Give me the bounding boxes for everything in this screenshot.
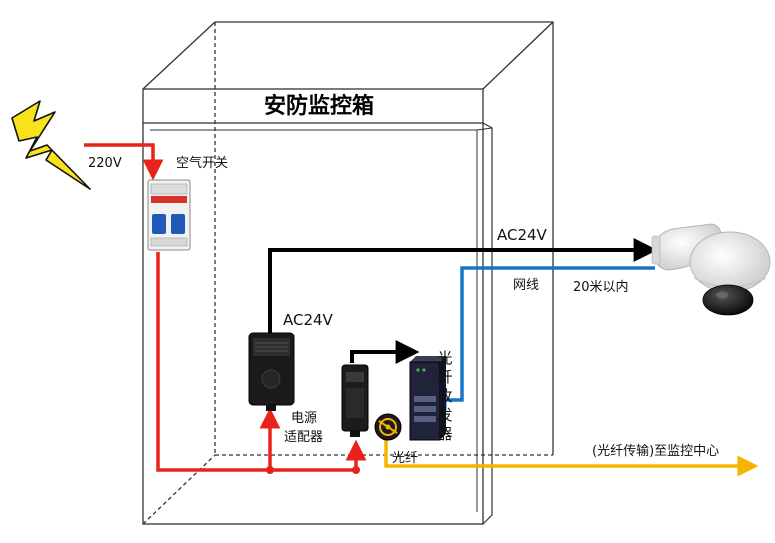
power-adapter-icon	[248, 332, 295, 411]
junction-dot	[266, 466, 274, 474]
fiber-label: 光纤	[392, 451, 419, 466]
network-cable-label: 网线	[513, 278, 540, 293]
fiber-spool-icon	[374, 413, 402, 441]
ac24v-camera-label: AC24V	[497, 226, 547, 244]
air-switch-label: 空气开关	[176, 156, 229, 171]
fiber-transceiver-icon	[409, 356, 446, 441]
switching-supply-icon	[341, 364, 369, 437]
junction-dot	[352, 466, 360, 474]
distance-label: 20米以内	[573, 280, 629, 295]
input-voltage-label: 220V	[88, 156, 122, 171]
network-line	[425, 266, 655, 411]
box-title: 安防监控箱	[264, 94, 375, 119]
lightning-icon	[11, 100, 91, 190]
power-adapter-label-line2: 适配器	[284, 430, 324, 445]
dome-camera-icon	[651, 223, 771, 316]
security-box	[142, 21, 554, 525]
air-switch-icon	[147, 179, 191, 251]
power-adapter-label-line1: 电源	[291, 411, 318, 426]
ac24v-line	[268, 238, 658, 364]
fiber-transceiver-label: 光纤收发器	[437, 349, 453, 443]
ac24v-adapter-label: AC24V	[283, 311, 333, 329]
to-center-label: (光纤传输)至监控中心	[592, 444, 720, 459]
